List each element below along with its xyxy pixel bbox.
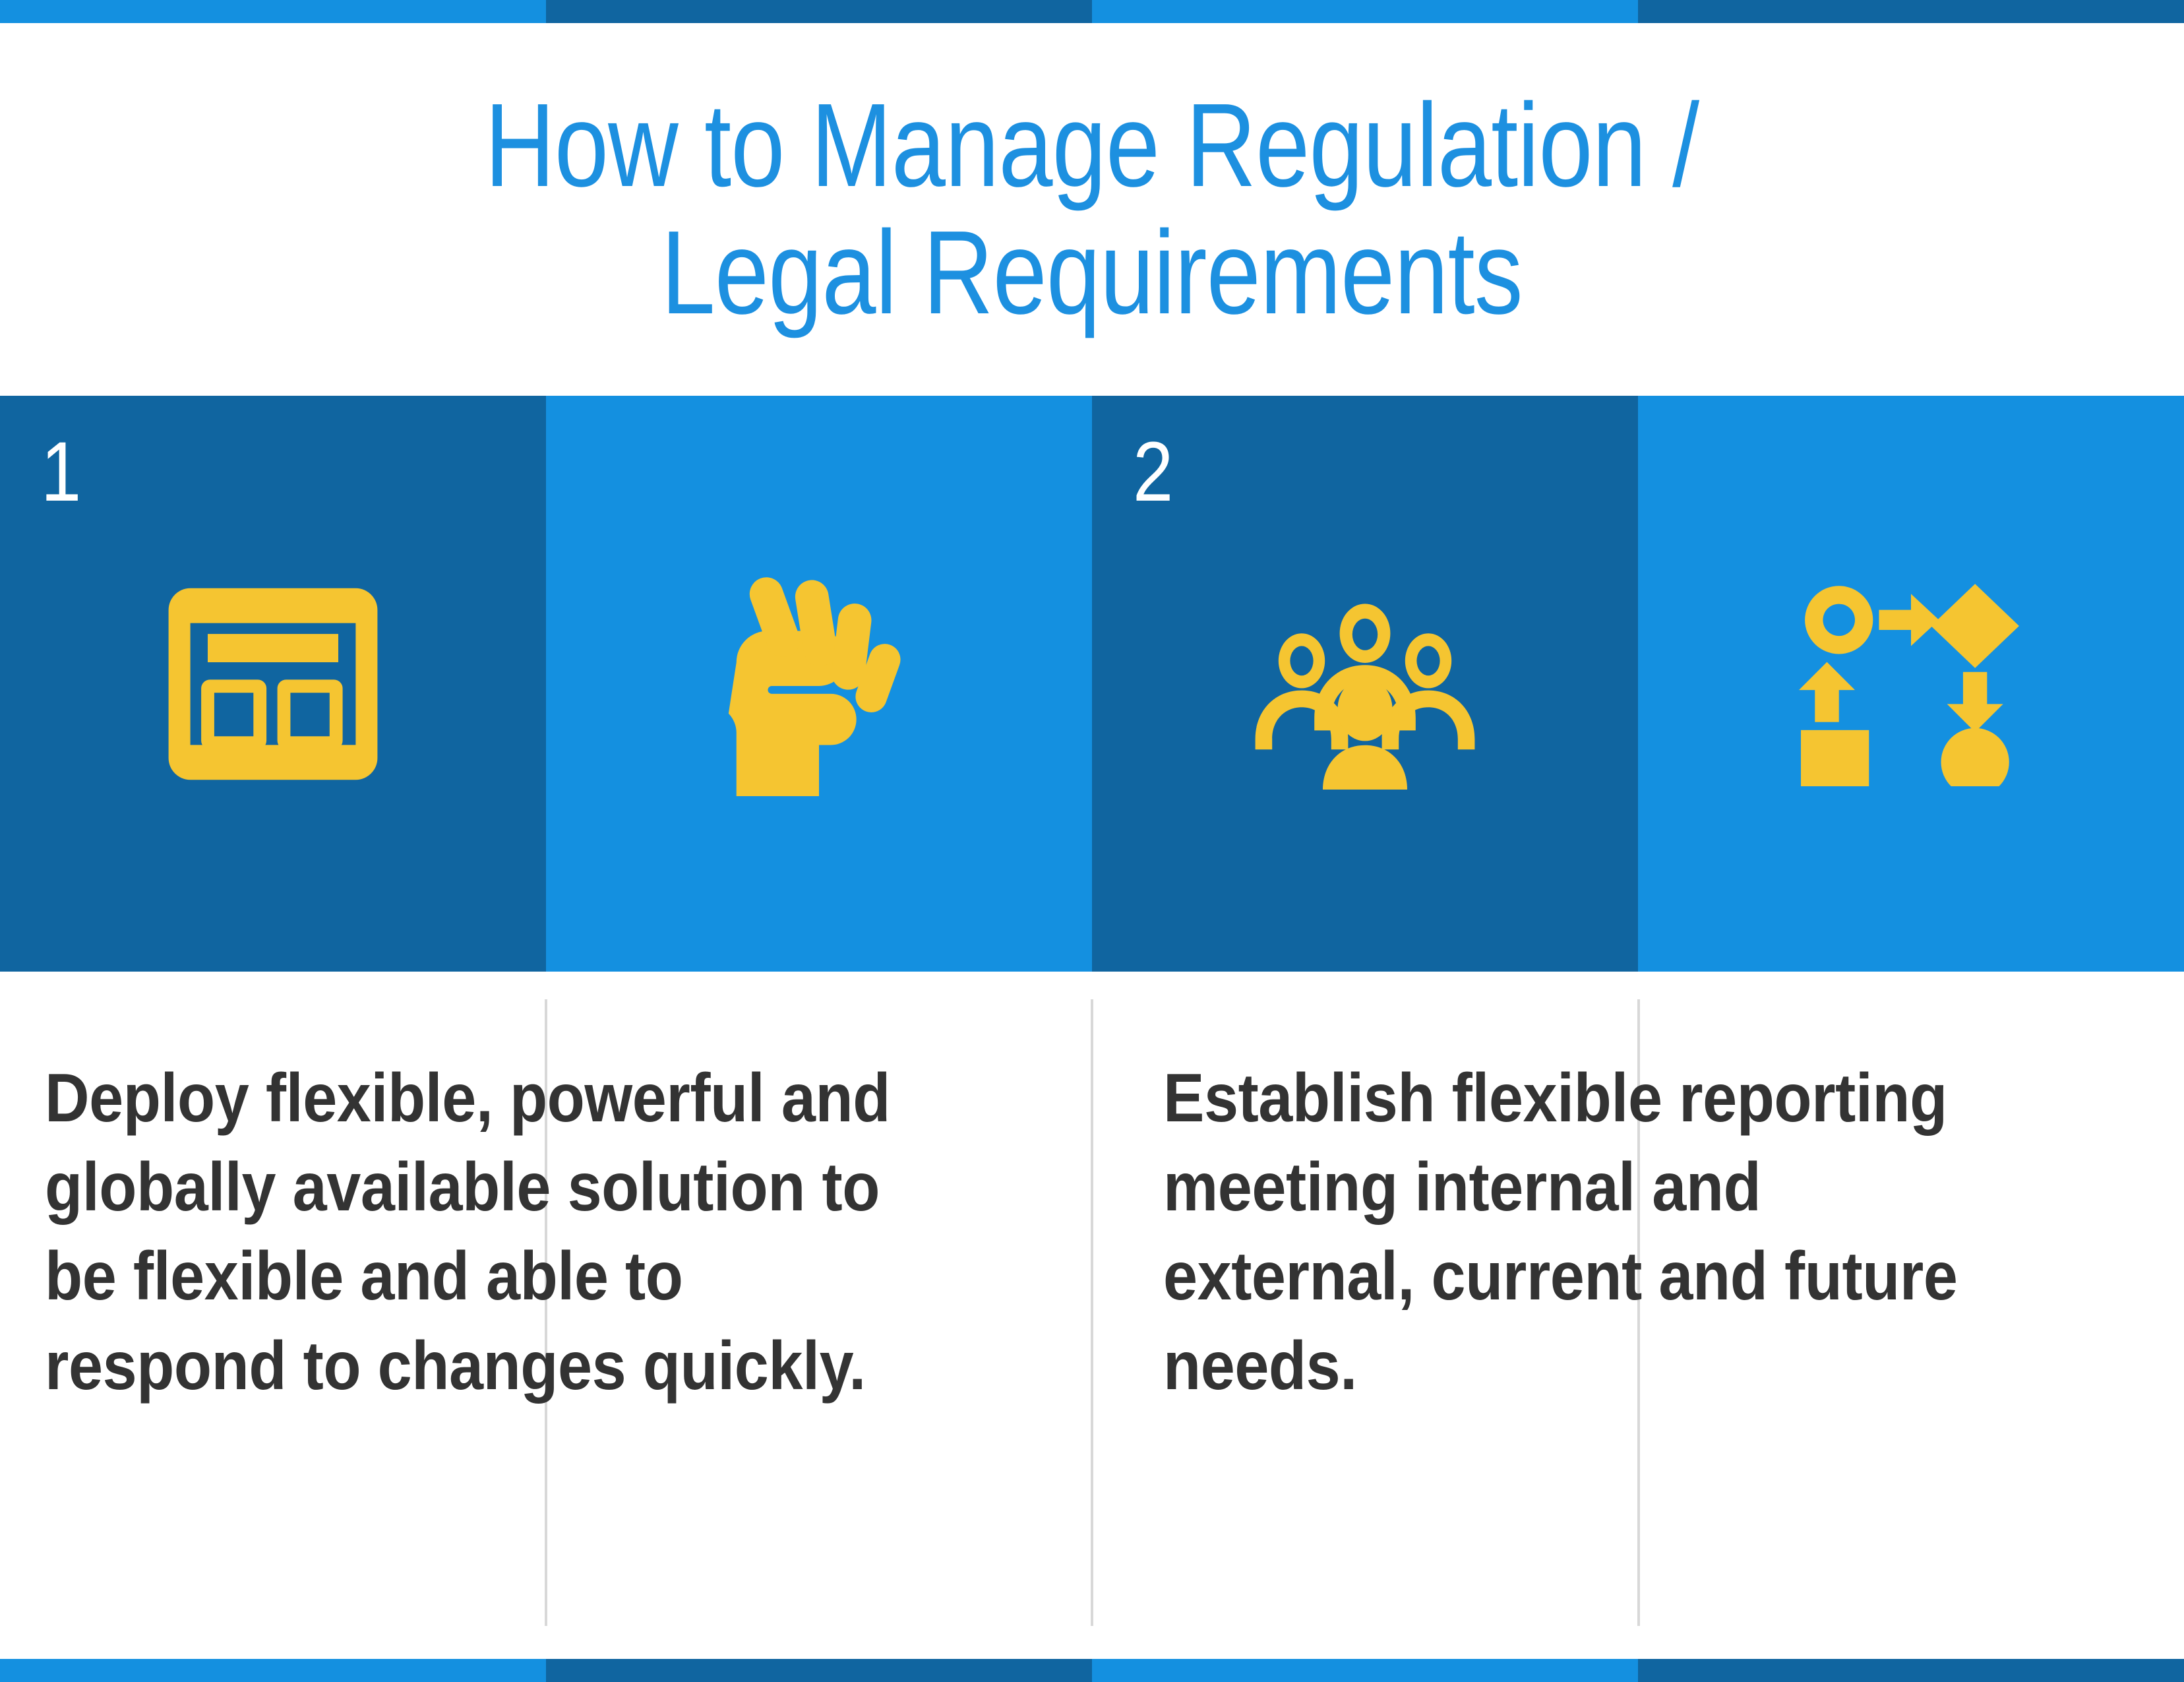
panel-number-2: 2 bbox=[1133, 425, 1174, 519]
body-text-column-2: Establish flexible reporting meeting int… bbox=[1092, 972, 2184, 1659]
icon-panel-strip: 1 bbox=[0, 396, 2184, 972]
top-band-segment-3 bbox=[1092, 0, 1638, 23]
people-group-icon bbox=[1246, 565, 1484, 803]
top-color-band bbox=[0, 0, 2184, 23]
top-band-segment-1 bbox=[0, 0, 546, 23]
bottom-band-segment-4 bbox=[1638, 1659, 2184, 1682]
panel-number-1: 1 bbox=[41, 425, 82, 519]
panel-1: 1 bbox=[0, 396, 546, 972]
column-divider-3 bbox=[1637, 999, 1640, 1626]
body-text-strip: Deploy flexible, powerful and globally a… bbox=[0, 972, 2184, 1659]
body-text-column-1: Deploy flexible, powerful and globally a… bbox=[0, 972, 1092, 1659]
column-divider-1 bbox=[545, 999, 547, 1626]
top-band-segment-4 bbox=[1638, 0, 2184, 23]
top-band-segment-2 bbox=[546, 0, 1092, 23]
panel-3: 2 bbox=[1092, 396, 1638, 972]
workflow-flowchart-icon bbox=[1792, 565, 2030, 803]
panel-4 bbox=[1638, 396, 2184, 972]
panel-2 bbox=[546, 396, 1092, 972]
bottom-band-segment-1 bbox=[0, 1659, 546, 1682]
body-text-1: Deploy flexible, powerful and globally a… bbox=[45, 1060, 890, 1404]
title-area: How to Manage Regulation / Legal Require… bbox=[0, 23, 2184, 396]
column-divider-2 bbox=[1091, 999, 1093, 1626]
bottom-band-segment-2 bbox=[546, 1659, 1092, 1682]
bottom-color-band bbox=[0, 1659, 2184, 1682]
raised-fist-icon bbox=[700, 565, 938, 803]
dashboard-layout-icon bbox=[154, 565, 392, 803]
body-text-2: Establish flexible reporting meeting int… bbox=[1163, 1060, 1958, 1404]
page-title: How to Manage Regulation / Legal Require… bbox=[485, 78, 1699, 339]
bottom-band-segment-3 bbox=[1092, 1659, 1638, 1682]
